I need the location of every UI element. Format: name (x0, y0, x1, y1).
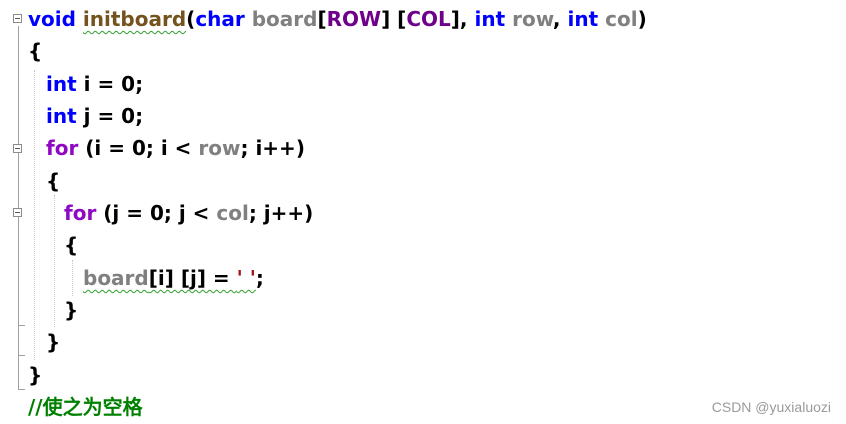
comment: //使之为空格 (28, 395, 143, 419)
keyword: int (567, 7, 599, 31)
function-name: initboard (82, 7, 187, 31)
statement-text: [i] [j] = (148, 266, 237, 290)
brace: { (28, 39, 43, 63)
code-line-inner-for[interactable]: for (j = 0; j < col; j++) (64, 197, 313, 229)
punctuation: ] [ (381, 7, 407, 31)
statement-text: ; i++) (240, 136, 305, 160)
indent-guide (54, 195, 55, 327)
statement-text: i = 0; (83, 72, 144, 96)
control-keyword: for (46, 136, 79, 160)
code-line-inner-open[interactable]: { (64, 229, 78, 261)
brace: } (64, 298, 79, 322)
indent-guide (72, 260, 73, 296)
code-line-open-brace[interactable]: { (28, 35, 42, 67)
parameter: row (198, 136, 241, 160)
punctuation: , (552, 7, 561, 31)
indent-guide (34, 70, 35, 360)
code-line-close-brace[interactable]: } (28, 359, 42, 391)
parameter: col (216, 201, 249, 225)
fold-region-end (18, 389, 25, 390)
code-line-decl-i[interactable]: int i = 0; (46, 68, 143, 100)
code-line-outer-for[interactable]: for (i = 0; i < row; i++) (46, 132, 305, 164)
statement-text: (j = 0; j < (103, 201, 217, 225)
statement-text: ; j++) (248, 201, 314, 225)
parameter: row (512, 7, 553, 31)
code-line-outer-close[interactable]: } (46, 326, 60, 358)
punctuation: ( (186, 7, 196, 31)
keyword: int (46, 104, 77, 128)
punctuation: ) (637, 7, 647, 31)
keyword: char (195, 7, 245, 31)
code-line-comment[interactable]: //使之为空格 (28, 391, 143, 423)
fold-toggle-icon[interactable] (13, 144, 22, 153)
fold-toggle-icon[interactable] (13, 14, 22, 23)
parameter: col (605, 7, 638, 31)
parameter: board (83, 266, 149, 290)
macro: ROW (326, 7, 382, 31)
statement-text: ; (255, 266, 264, 290)
code-line-signature[interactable]: void initboard(char board[ROW] [COL], in… (28, 3, 647, 35)
parameter: board (251, 7, 318, 31)
fold-region-line (18, 220, 19, 326)
keyword: void (28, 7, 76, 31)
brace: { (46, 169, 61, 193)
code-line-assignment[interactable]: board[i] [j] = ' '; (83, 262, 264, 294)
char-literal: ' ' (236, 266, 256, 290)
watermark: CSDN @yuxialuozi (711, 399, 831, 415)
statement-text: j = 0; (83, 104, 144, 128)
brace: } (28, 363, 43, 387)
punctuation: [ (317, 7, 327, 31)
code-line-outer-open[interactable]: { (46, 165, 60, 197)
keyword: int (46, 72, 77, 96)
code-line-decl-j[interactable]: int j = 0; (46, 100, 143, 132)
punctuation: ], (450, 7, 468, 31)
fold-region-end (18, 325, 25, 326)
code-line-inner-close[interactable]: } (64, 294, 78, 326)
keyword: int (474, 7, 506, 31)
brace: { (64, 233, 79, 257)
control-keyword: for (64, 201, 97, 225)
brace: } (46, 330, 61, 354)
fold-toggle-icon[interactable] (13, 208, 22, 217)
statement-text: (i = 0; i < (85, 136, 199, 160)
fold-region-end (18, 355, 25, 356)
macro: COL (406, 7, 451, 31)
